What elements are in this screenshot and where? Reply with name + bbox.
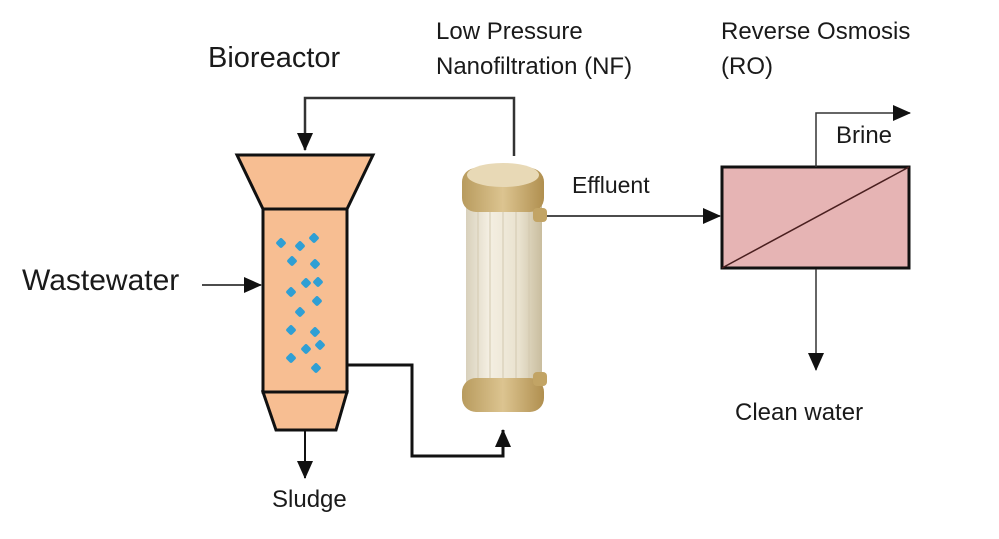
particle (295, 307, 305, 317)
clean-water-label: Clean water (735, 399, 864, 426)
particle (309, 233, 319, 243)
particle (315, 340, 325, 350)
particle (286, 325, 296, 335)
particle (301, 278, 311, 288)
ro-label-line1: Reverse Osmosis (721, 18, 911, 45)
particle (286, 287, 296, 297)
nf-membrane-module (462, 163, 547, 412)
particle (312, 296, 322, 306)
wastewater-label: Wastewater (22, 264, 180, 297)
bioreactor-bottom-cone (260, 390, 349, 432)
effluent-label: Effluent (572, 172, 650, 198)
nf-label-line1: Low Pressure (436, 18, 583, 45)
bioreactor-label: Bioreactor (208, 42, 341, 74)
bioreactor-funnel-top (234, 153, 376, 211)
particle (313, 277, 323, 287)
particle (287, 256, 297, 266)
particle (311, 363, 321, 373)
brine-label: Brine (836, 122, 893, 149)
bioreactor-body (261, 207, 349, 394)
particle (276, 238, 286, 248)
particle (310, 327, 320, 337)
bioreactor-particles (276, 233, 325, 373)
particle (295, 241, 305, 251)
particle (286, 353, 296, 363)
bioreactor-to-nf-arrow (348, 363, 511, 458)
sludge-label: Sludge (272, 486, 347, 513)
brine-outflow-arrow (815, 105, 911, 167)
particle (301, 344, 311, 354)
recycle-flow-arrow (297, 96, 516, 156)
ro-membrane-diagonal (721, 166, 910, 269)
nf-label-line2: Nanofiltration (NF) (436, 53, 633, 80)
ro-label-line2: (RO) (721, 53, 773, 80)
particle (310, 259, 320, 269)
